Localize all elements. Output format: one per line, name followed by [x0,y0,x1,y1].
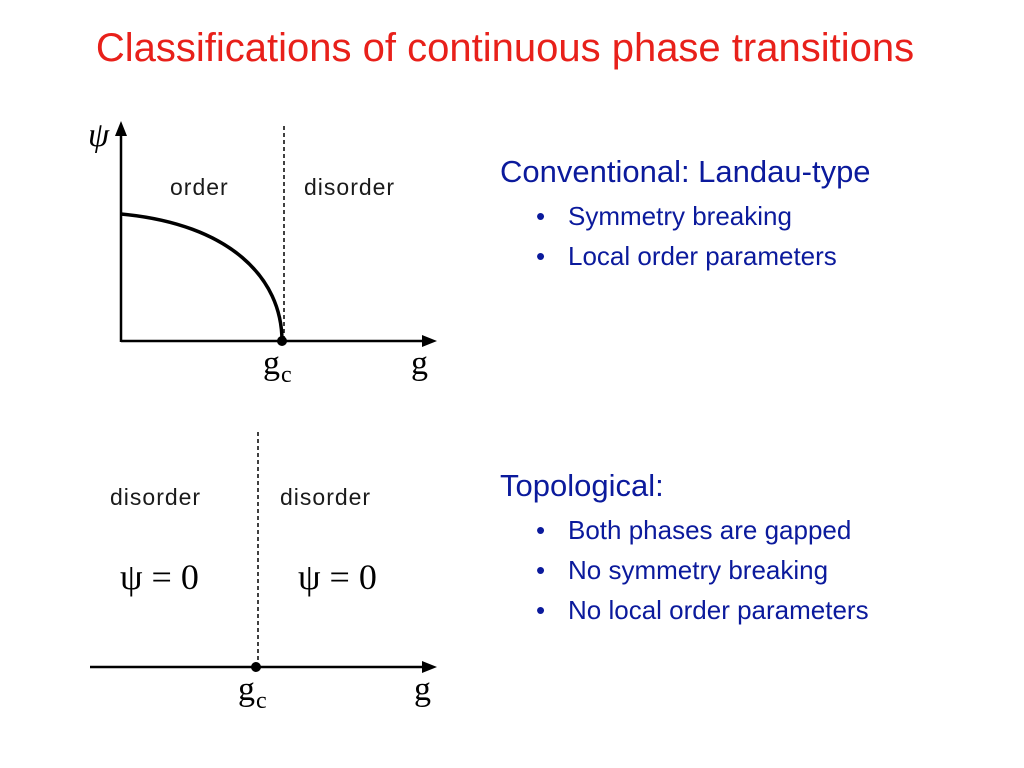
slide-title: Classifications of continuous phase tran… [95,26,915,70]
critical-label-base: g [238,671,255,708]
critical-label-base: g [263,345,280,382]
equation-left: ψ = 0 [120,557,199,597]
critical-point [277,336,287,346]
critical-label: gc [263,345,292,388]
list-item: No local order parameters [536,590,869,630]
region-label-disorder-left: disorder [110,484,201,510]
critical-label-sub: c [256,688,267,714]
x-axis-arrowhead [422,661,437,673]
region-label-order: order [170,174,229,200]
critical-point [251,662,261,672]
equation-right: ψ = 0 [298,557,377,597]
conventional-bullet-list: Symmetry breaking Local order parameters [500,196,871,276]
conventional-description: Conventional: Landau-type Symmetry break… [500,154,871,276]
y-axis-label: ψ [88,117,110,154]
order-parameter-curve [120,212,284,342]
list-item: Both phases are gapped [536,510,869,550]
y-axis-arrowhead [115,121,127,136]
topological-bullet-list: Both phases are gapped No symmetry break… [500,510,869,630]
region-label-disorder: disorder [304,174,395,200]
list-item: Symmetry breaking [536,196,871,236]
topological-description: Topological: Both phases are gapped No s… [500,468,869,630]
region-label-disorder-right: disorder [280,484,371,510]
critical-label: gc [238,671,267,714]
list-item: Local order parameters [536,236,871,276]
x-axis-label: g [411,345,428,382]
x-axis-label: g [414,671,431,708]
x-axis-arrowhead [422,335,437,347]
conventional-heading: Conventional: Landau-type [500,154,871,189]
topological-heading: Topological: [500,468,664,503]
critical-label-sub: c [281,362,292,388]
list-item: No symmetry breaking [536,550,869,590]
